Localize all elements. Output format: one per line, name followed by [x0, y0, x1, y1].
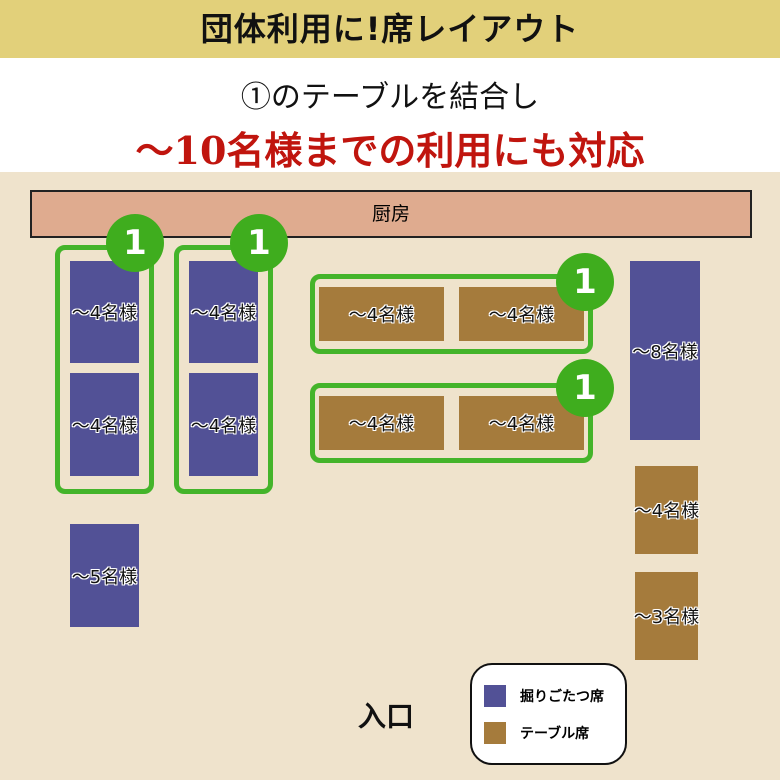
- table-horigotatsu: ～8名様: [630, 261, 700, 440]
- legend-swatch-horigotatsu: [484, 685, 506, 707]
- group-number-badge: 1: [556, 253, 614, 311]
- subtitle-line2: ～10名様までの利用にも対応: [135, 128, 645, 173]
- table-horigotatsu: ～4名様: [189, 261, 258, 363]
- table-seat: ～4名様: [319, 396, 444, 450]
- group-outline: [310, 274, 593, 354]
- table-horigotatsu: ～5名様: [70, 524, 139, 627]
- group-outline: [55, 245, 154, 494]
- table-seat: ～4名様: [634, 466, 699, 554]
- page-title: 団体利用に!席レイアウト: [0, 0, 780, 58]
- legend-item: 掘りごたつ席: [484, 685, 604, 707]
- subtitle-panel: ①のテーブルを結合し ～10名様までの利用にも対応: [0, 58, 780, 173]
- group-number-badge: 1: [230, 214, 288, 272]
- legend-swatch-table: [484, 722, 506, 744]
- table-seat: ～4名様: [319, 287, 444, 341]
- table-horigotatsu: ～4名様: [70, 261, 139, 363]
- group-number-badge: 1: [556, 359, 614, 417]
- group-number-badge: 1: [106, 214, 164, 272]
- group-outline: [174, 245, 273, 494]
- legend-label: 掘りごたつ席: [520, 689, 604, 705]
- legend: 掘りごたつ席 テーブル席: [470, 663, 627, 765]
- group-outline: [310, 383, 593, 463]
- subtitle-line1: ①のテーブルを結合し: [240, 80, 540, 115]
- table-seat: ～3名様: [634, 572, 699, 660]
- legend-item: テーブル席: [484, 722, 589, 744]
- legend-label: テーブル席: [520, 726, 590, 742]
- entrance-label: 入口: [358, 700, 415, 733]
- table-horigotatsu: ～4名様: [70, 373, 139, 476]
- table-horigotatsu: ～4名様: [189, 373, 258, 476]
